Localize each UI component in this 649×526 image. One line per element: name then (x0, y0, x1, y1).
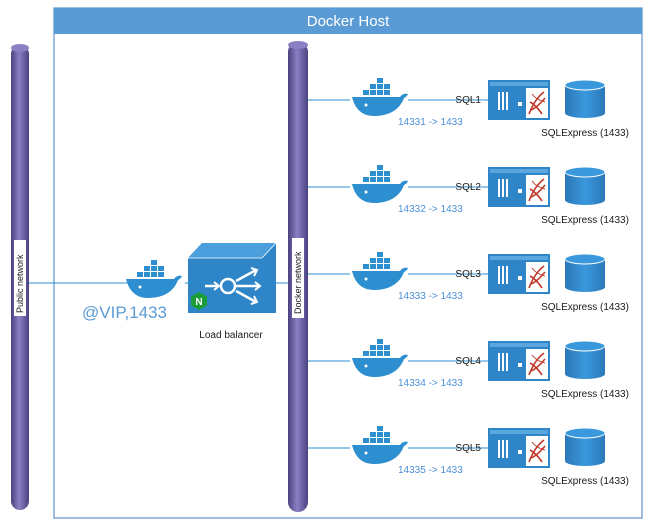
sql-server-icon (488, 167, 550, 207)
load-balancer-label: Load balancer (199, 330, 263, 341)
load-balancer: N @VIP,1433 Load balancer (82, 242, 277, 341)
database-label: SQLExpress (1433) (541, 389, 629, 400)
load-balancer-icon (188, 242, 277, 313)
nginx-badge-text: N (195, 297, 202, 308)
sql-node-name: SQL3 (455, 269, 481, 280)
database-label: SQLExpress (1433) (541, 302, 629, 313)
docker-host-border (53, 7, 643, 519)
docker-network-label-bg (292, 238, 304, 318)
port-mapping: 14333 -> 1433 (398, 291, 463, 302)
nginx-icon: N (191, 292, 207, 310)
docker-host-title: Docker Host (307, 13, 390, 30)
docker-network-label: Docker network (293, 251, 303, 314)
port-mapping: 14331 -> 1433 (398, 117, 463, 128)
sql-server-icon (488, 428, 550, 468)
database-label: SQLExpress (1433) (541, 476, 629, 487)
docker-host-header (54, 8, 642, 34)
database-icon (564, 79, 606, 119)
sql-node-name: SQL1 (455, 95, 481, 106)
vip-label: @VIP,1433 (82, 303, 167, 322)
database-label: SQLExpress (1433) (541, 128, 629, 139)
sql-node-name: SQL2 (455, 182, 481, 193)
sql-server-icon (488, 254, 550, 294)
public-network-label-bg (14, 240, 26, 316)
database-label: SQLExpress (1433) (541, 215, 629, 226)
sql-node-name: SQL4 (455, 356, 481, 367)
database-icon (564, 166, 606, 206)
port-mapping: 14335 -> 1433 (398, 465, 463, 476)
public-network-pipe: Public network (11, 44, 29, 510)
docker-network-pipe: Docker network (288, 41, 308, 512)
sql-server-icon (488, 80, 550, 120)
database-icon (564, 253, 606, 293)
sql-server-icon (488, 341, 550, 381)
database-icon (564, 427, 606, 467)
database-icon (564, 340, 606, 380)
sql-node-name: SQL5 (455, 443, 481, 454)
docker-host: Docker Host (53, 7, 643, 519)
port-mapping: 14334 -> 1433 (398, 378, 463, 389)
public-network-label: Public network (15, 254, 25, 313)
port-mapping: 14332 -> 1433 (398, 204, 463, 215)
